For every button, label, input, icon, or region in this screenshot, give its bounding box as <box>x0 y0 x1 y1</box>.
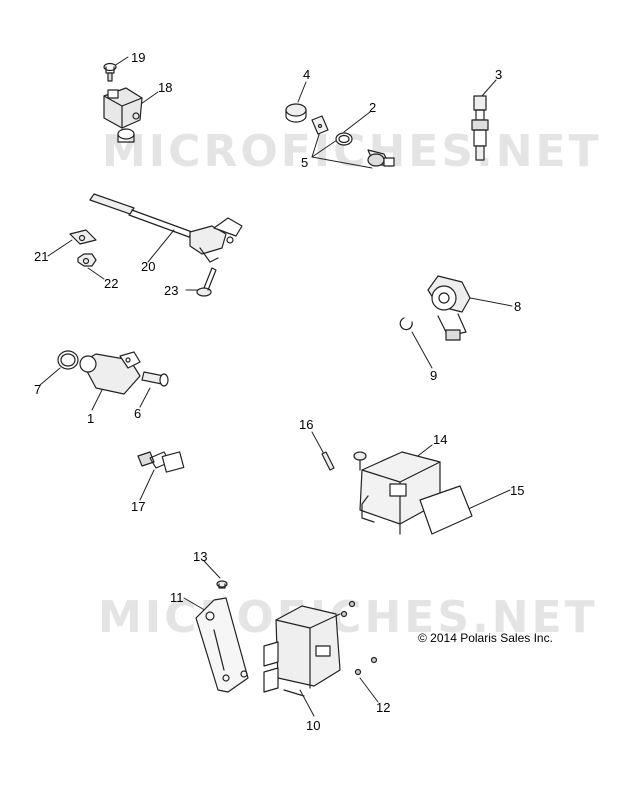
part-16-screw <box>321 451 335 471</box>
callout-19: 19 <box>131 50 145 65</box>
callout-8: 8 <box>514 299 521 314</box>
part-9-clip <box>399 317 413 331</box>
callout-9: 9 <box>430 368 437 383</box>
part-21-clip <box>69 229 97 245</box>
part-6-bolt <box>141 371 169 387</box>
callout-16: 16 <box>299 417 313 432</box>
part-14-ecu-cover <box>353 451 441 535</box>
part-7-oring <box>57 350 79 370</box>
callout-5: 5 <box>301 155 308 170</box>
callout-10: 10 <box>306 718 320 733</box>
part-3-sensor <box>471 95 489 161</box>
callout-11: 11 <box>170 590 184 605</box>
part-22-nut <box>77 253 97 267</box>
callout-15: 15 <box>510 483 524 498</box>
callout-2: 2 <box>369 100 376 115</box>
callout-7: 7 <box>34 382 41 397</box>
part-13-bolt <box>216 580 228 589</box>
callout-18: 18 <box>158 80 172 95</box>
callout-22: 22 <box>104 276 118 291</box>
part-11-bracket <box>195 597 249 693</box>
part-1-cam-sensor <box>79 351 141 395</box>
callout-14: 14 <box>433 432 447 447</box>
part-12-screws <box>340 600 378 676</box>
part-8-knock-sensor <box>427 275 471 341</box>
part-19-bolt <box>103 62 117 82</box>
callout-17: 17 <box>131 499 145 514</box>
callouts: 1 2 3 4 5 6 7 8 9 10 11 12 13 14 15 16 1… <box>34 50 524 733</box>
callout-3: 3 <box>495 67 502 82</box>
part-23-bolt <box>196 267 217 297</box>
watermark-bottom: MICROFICHES.NET <box>98 592 598 643</box>
part-18-map-sensor <box>103 87 143 143</box>
callout-6: 6 <box>134 406 141 421</box>
callout-1: 1 <box>87 411 94 426</box>
callout-21: 21 <box>34 249 48 264</box>
part-2-oring <box>335 132 353 146</box>
part-5-sensor <box>367 149 395 167</box>
callout-4: 4 <box>303 67 310 82</box>
watermark-top: MICROFICHES.NET <box>102 126 602 177</box>
callout-12: 12 <box>376 700 390 715</box>
part-5-bracket <box>311 115 329 135</box>
part-17-temp-sensor <box>137 451 185 473</box>
part-15-gasket <box>419 485 473 535</box>
part-20-long-sensor <box>89 193 243 263</box>
part-4-cap <box>285 103 307 123</box>
callout-13: 13 <box>193 549 207 564</box>
callout-20: 20 <box>141 259 155 274</box>
part-10-ecu <box>263 605 341 697</box>
callout-23: 23 <box>164 283 178 298</box>
copyright-notice: © 2014 Polaris Sales Inc. <box>418 631 553 645</box>
